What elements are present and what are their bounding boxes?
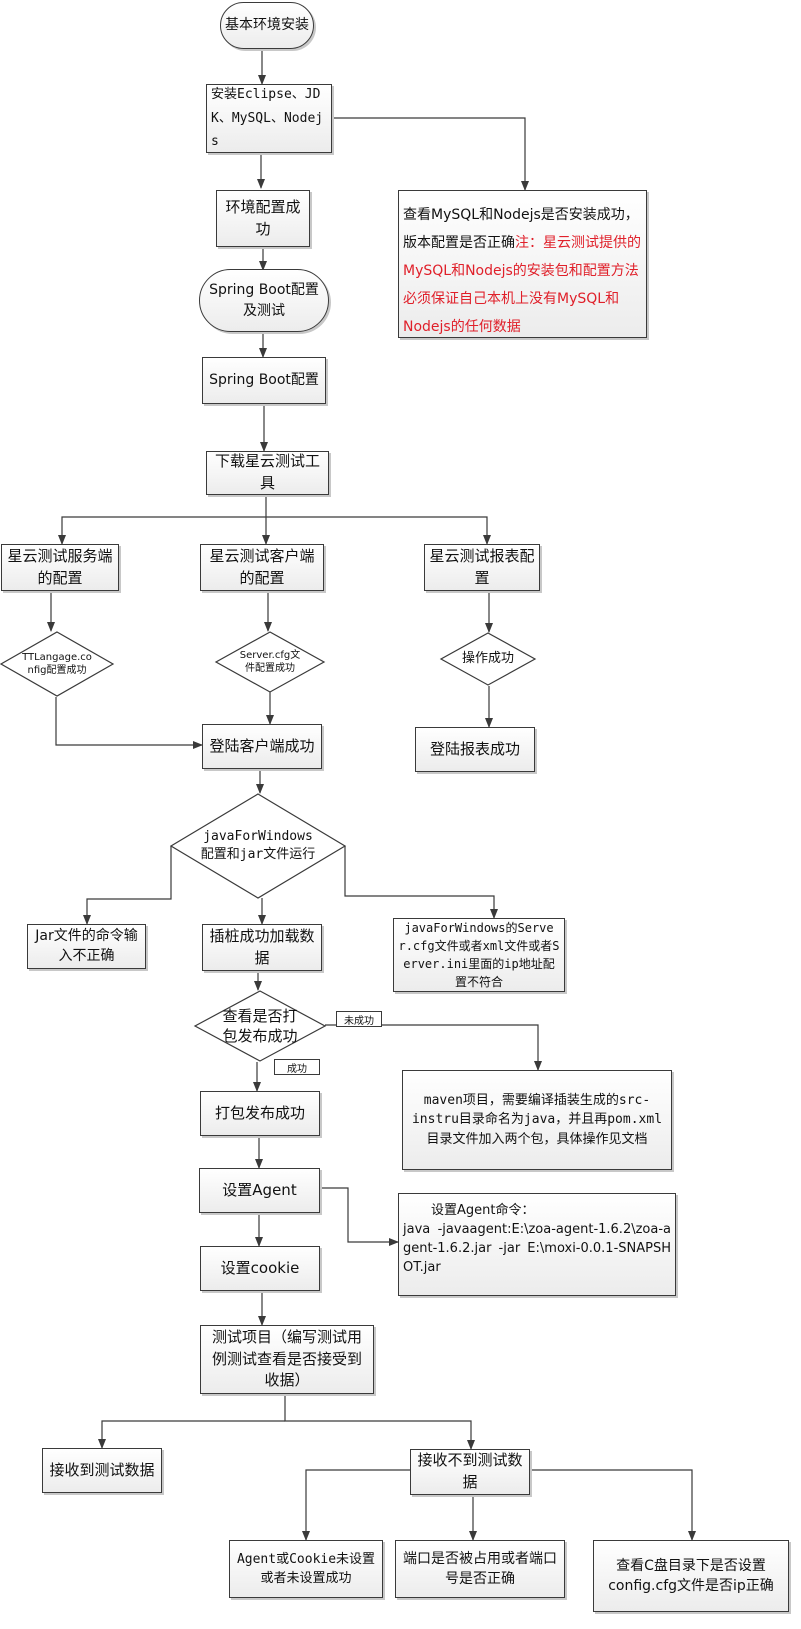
edge-fail-cdisk <box>530 1469 696 1541</box>
maven-note-node: maven项目，需要编译插装生成的src-instru目录命名为java，并且再… <box>402 1070 672 1170</box>
pack-ok-label: 打包发布成功 <box>214 1103 305 1122</box>
cdisk-label: 查看C盘目录下是否设置config.cfg文件是否ip正确 <box>608 1557 774 1594</box>
pack-ok-node: 打包发布成功 <box>200 1091 320 1136</box>
spring-cfg-node: Spring Boot配置 <box>202 357 326 404</box>
set-agent-node: 设置Agent <box>199 1168 320 1213</box>
tag-fail-label: 未成功 <box>344 1015 374 1027</box>
server-cfg-label: 星云测试服务端的配置 <box>7 546 113 587</box>
edge-agent-cmd <box>320 1187 399 1246</box>
ip-wrong-label: javaForWindows的Server.cfg文件或者xml文件或者Serv… <box>398 921 560 989</box>
pack-check-shape <box>193 990 327 1062</box>
stub-ok-label: 插桩成功加载数据 <box>209 926 315 967</box>
start-label: 基本环境安装 <box>225 17 309 34</box>
recv-fail-node: 接收不到测试数据 <box>410 1449 530 1495</box>
tt-ok-label: TTLangage.config配置成功 <box>22 651 92 677</box>
set-cookie-node: 设置cookie <box>200 1246 320 1291</box>
servercfg-ok-diamond: Server.cfg文件配置成功 <box>214 631 326 693</box>
edge-java-jar <box>83 846 172 925</box>
client-cfg-label: 星云测试客户端的配置 <box>209 546 315 587</box>
server-cfg-node: 星云测试服务端的配置 <box>1 544 119 591</box>
report-login-node: 登陆报表成功 <box>415 727 535 772</box>
tag-fail: 未成功 <box>336 1011 382 1027</box>
spring-test-node: Spring Boot配置及测试 <box>199 269 329 332</box>
spring-cfg-label: Spring Boot配置 <box>209 372 319 389</box>
recv-fail-label: 接收不到测试数据 <box>417 1451 523 1491</box>
stub-ok-node: 插桩成功加载数据 <box>202 924 322 971</box>
tt-ok-shape <box>0 631 115 697</box>
cdisk-node: 查看C盘目录下是否设置config.cfg文件是否ip正确 <box>593 1540 789 1612</box>
client-login-node: 登陆客户端成功 <box>202 724 322 769</box>
check-note-b: 注：星云测试提供的MySQL和Nodejs的安装包和配置方法必须保证自己本机上没… <box>403 235 641 335</box>
client-cfg-node: 星云测试客户端的配置 <box>200 544 324 591</box>
agent-cmd-node: 设置Agent命令： java -javaagent:E:\zoa-agent-… <box>398 1193 676 1296</box>
client-login-label: 登陆客户端成功 <box>209 736 315 755</box>
env-ok-node: 环境配置成功 <box>216 190 310 247</box>
report-cfg-node: 星云测试报表配置 <box>424 544 540 591</box>
report-cfg-label: 星云测试报表配置 <box>429 546 535 587</box>
servercfg-ok-shape <box>214 631 326 693</box>
test-project-label: 测试项目（编写测试用例测试查看是否接受到收据） <box>211 1327 362 1390</box>
recv-ok-label: 接收到测试数据 <box>49 1460 155 1479</box>
agent-cmd-body: java -javaagent:E:\zoa-agent-1.6.2\zoa-a… <box>403 1221 671 1275</box>
pack-check-label: 查看是否打包发布成功 <box>222 1006 298 1045</box>
op-ok-shape <box>439 632 537 686</box>
op-ok-diamond: 操作成功 <box>439 632 537 686</box>
edge-branch-server <box>58 516 266 545</box>
edge-packcheck-maven <box>325 1024 542 1071</box>
servercfg-ok-label: Server.cfg文件配置成功 <box>239 649 301 675</box>
maven-note-label: maven项目，需要编译插装生成的src-instru目录命名为java，并且再… <box>411 1092 663 1147</box>
tt-ok-diamond: TTLangage.config配置成功 <box>0 631 115 697</box>
tag-ok-label: 成功 <box>287 1063 307 1075</box>
jar-wrong-label: Jar文件的命令输入不正确 <box>35 927 138 964</box>
set-agent-label: 设置Agent <box>222 1180 297 1199</box>
port-check-label: 端口是否被占用或者端口号是否正确 <box>403 1550 557 1587</box>
edge-java-ip <box>344 846 498 919</box>
ip-wrong-node: javaForWindows的Server.cfg文件或者xml文件或者Serv… <box>393 918 565 992</box>
recv-ok-node: 接收到测试数据 <box>42 1448 162 1493</box>
check-note-node: 查看MySQL和Nodejs是否安装成功，版本配置是否正确注：星云测试提供的My… <box>398 190 647 338</box>
op-ok-label: 操作成功 <box>461 651 514 667</box>
edge-test-recvok <box>98 1420 285 1449</box>
start-node: 基本环境安装 <box>220 2 314 49</box>
download-label: 下载星云测试工具 <box>214 452 320 492</box>
java-run-label: javaForWindows配置和jar文件运行 <box>200 829 316 862</box>
check-note-text: 查看MySQL和Nodejs是否安装成功，版本配置是否正确注：星云测试提供的My… <box>403 201 642 341</box>
report-login-label: 登陆报表成功 <box>429 739 520 758</box>
pack-check-diamond: 查看是否打包发布成功 <box>193 990 327 1062</box>
agent-cmd-text: 设置Agent命令： java -javaagent:E:\zoa-agent-… <box>403 1202 671 1277</box>
java-run-diamond: javaForWindows配置和jar文件运行 <box>169 793 347 899</box>
edge-install-note <box>323 117 529 191</box>
agent-cookie-label: Agent或Cookie未设置或者未设置成功 <box>236 1551 376 1587</box>
jar-wrong-node: Jar文件的命令输入不正确 <box>27 924 146 969</box>
agent-cookie-node: Agent或Cookie未设置或者未设置成功 <box>229 1540 383 1598</box>
spring-test-label: Spring Boot配置及测试 <box>209 282 319 319</box>
agent-cmd-title: 设置Agent命令： <box>431 1203 535 1218</box>
edge-branch-report <box>266 516 491 545</box>
port-check-node: 端口是否被占用或者端口号是否正确 <box>395 1540 565 1598</box>
tag-ok: 成功 <box>274 1059 320 1075</box>
download-node: 下载星云测试工具 <box>206 451 329 495</box>
test-project-node: 测试项目（编写测试用例测试查看是否接受到收据） <box>200 1325 374 1394</box>
check-note-a: 查看MySQL和Nodejs是否安装成功，版本配置是否正确 <box>403 207 639 251</box>
set-cookie-label: 设置cookie <box>220 1258 300 1277</box>
java-run-shape <box>169 793 347 899</box>
edge-tt-login <box>55 697 203 749</box>
install-node: 安装Eclipse、JDK、MySQL、Nodejs <box>206 84 332 153</box>
install-label: 安装Eclipse、JDK、MySQL、Nodejs <box>211 87 324 150</box>
edge-test-recvfail <box>284 1394 475 1450</box>
env-ok-label: 环境配置成功 <box>225 197 301 238</box>
